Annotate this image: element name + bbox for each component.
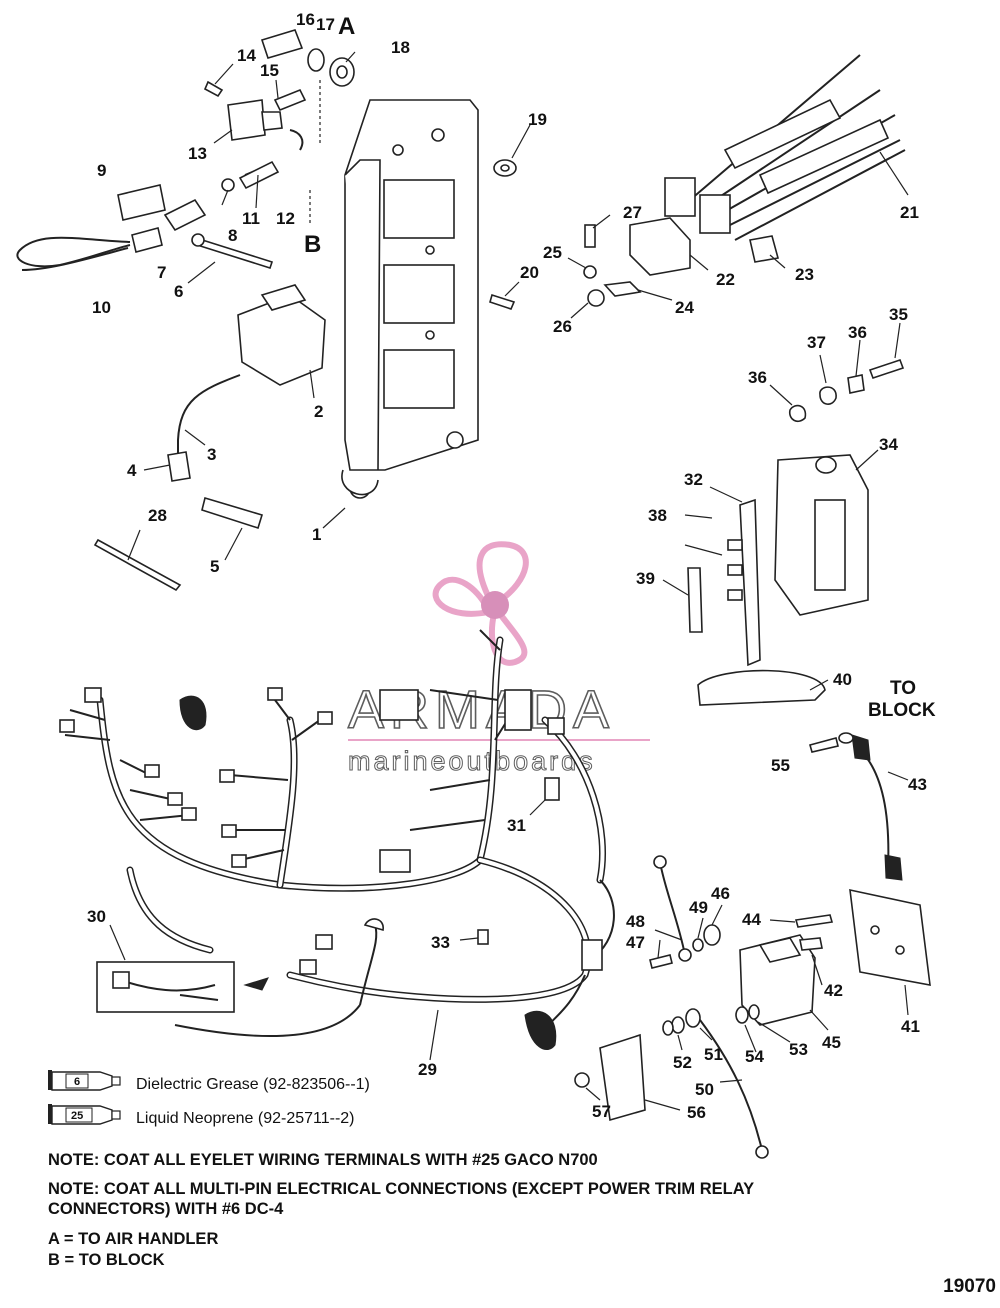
callout-28: 28 bbox=[148, 506, 167, 525]
callout-13: 13 bbox=[188, 144, 207, 163]
callout-14: 14 bbox=[237, 46, 256, 65]
callout-4: 4 bbox=[127, 461, 137, 480]
parts-top-left bbox=[16, 29, 356, 592]
diagram-code: 19070 bbox=[943, 1276, 996, 1297]
callout-7: 7 bbox=[157, 263, 166, 282]
callout-1: 1 bbox=[312, 525, 321, 544]
callout-44: 44 bbox=[742, 910, 761, 929]
callout-20: 20 bbox=[520, 263, 539, 282]
callout-52: 52 bbox=[673, 1053, 692, 1072]
tube-number: 25 bbox=[71, 1110, 83, 1122]
callout-42: 42 bbox=[824, 981, 843, 1000]
callout-2: 2 bbox=[314, 402, 323, 421]
callout-34: 34 bbox=[879, 435, 898, 454]
callout-36-lower: 36 bbox=[748, 368, 767, 387]
callout-11: 11 bbox=[242, 209, 260, 228]
callout-8: 8 bbox=[228, 226, 237, 245]
callout-38: 38 bbox=[648, 506, 667, 525]
callout-37: 37 bbox=[807, 333, 826, 352]
propeller-logo-icon bbox=[432, 541, 529, 666]
note-a-air-handler: A = TO AIR HANDLER bbox=[48, 1230, 219, 1248]
part-mounting-plate bbox=[341, 99, 479, 499]
callout-54: 54 bbox=[745, 1047, 764, 1066]
letter-b: B bbox=[304, 231, 321, 258]
watermark-subtitle: marineoutboards bbox=[348, 746, 596, 776]
callout-57: 57 bbox=[592, 1102, 611, 1121]
callout-33: 33 bbox=[431, 933, 450, 952]
callout-50: 50 bbox=[695, 1080, 714, 1099]
callout-46: 46 bbox=[711, 884, 730, 903]
callout-45: 45 bbox=[822, 1033, 841, 1052]
callout-6: 6 bbox=[174, 282, 183, 301]
callout-32: 32 bbox=[684, 470, 703, 489]
legend-text: Dielectric Grease (92-823506--1) bbox=[136, 1076, 370, 1093]
legend-item-liquid-neoprene: 25 Liquid Neoprene (92-25711--2) bbox=[48, 1104, 355, 1127]
callout-27: 27 bbox=[623, 203, 642, 222]
note-multi-pin-line1: NOTE: COAT ALL MULTI-PIN ELECTRICAL CONN… bbox=[48, 1180, 755, 1198]
callout-labels: 1 2 3 4 5 6 7 8 9 10 11 12 13 14 15 16 1… bbox=[87, 10, 936, 1122]
callout-26: 26 bbox=[553, 317, 572, 336]
callout-55: 55 bbox=[771, 756, 790, 775]
callout-17: 17 bbox=[316, 15, 335, 34]
grease-tube-icon bbox=[48, 1070, 121, 1091]
legend: 6 Dielectric Grease (92-823506--1) 25 Li… bbox=[48, 1070, 370, 1127]
callout-9: 9 bbox=[97, 161, 106, 180]
note-b-to-block: B = TO BLOCK bbox=[48, 1251, 165, 1269]
callout-23: 23 bbox=[795, 265, 814, 284]
callout-24: 24 bbox=[675, 298, 694, 317]
callout-39: 39 bbox=[636, 569, 655, 588]
callout-40: 40 bbox=[833, 670, 852, 689]
callout-31: 31 bbox=[507, 816, 526, 835]
callout-43: 43 bbox=[908, 775, 927, 794]
letter-a: A bbox=[338, 13, 355, 40]
grease-tube-icon bbox=[48, 1104, 121, 1125]
callout-16: 16 bbox=[296, 10, 315, 29]
to-block-line1: TO bbox=[890, 678, 916, 699]
wiring-harness bbox=[59, 629, 615, 1061]
callout-49: 49 bbox=[689, 898, 708, 917]
callout-47: 47 bbox=[626, 933, 645, 952]
callout-3: 3 bbox=[207, 445, 216, 464]
callout-30: 30 bbox=[87, 907, 106, 926]
tube-number: 6 bbox=[74, 1076, 80, 1088]
callout-48: 48 bbox=[626, 912, 645, 931]
callout-36-upper: 36 bbox=[848, 323, 867, 342]
parts-top-right bbox=[489, 54, 909, 319]
to-block-line2: BLOCK bbox=[868, 700, 936, 721]
callout-25: 25 bbox=[543, 243, 562, 262]
callout-12: 12 bbox=[276, 209, 295, 228]
callout-22: 22 bbox=[716, 270, 735, 289]
callout-21: 21 bbox=[900, 203, 919, 222]
callout-5: 5 bbox=[210, 557, 219, 576]
callout-53: 53 bbox=[789, 1040, 808, 1059]
parts-ecu bbox=[662, 322, 905, 706]
legend-item-dielectric-grease: 6 Dielectric Grease (92-823506--1) bbox=[48, 1070, 370, 1093]
callout-35: 35 bbox=[889, 305, 908, 324]
callout-18: 18 bbox=[391, 38, 410, 57]
legend-text: Liquid Neoprene (92-25711--2) bbox=[136, 1110, 355, 1127]
callout-19: 19 bbox=[528, 110, 547, 129]
callout-10: 10 bbox=[92, 298, 111, 317]
note-eyelet-terminals: NOTE: COAT ALL EYELET WIRING TERMINALS W… bbox=[48, 1151, 598, 1169]
callout-29: 29 bbox=[418, 1060, 437, 1079]
callout-51: 51 bbox=[704, 1045, 723, 1064]
callout-56: 56 bbox=[687, 1103, 706, 1122]
note-multi-pin-line2: CONNECTORS) WITH #6 DC-4 bbox=[48, 1200, 284, 1218]
parts-bottom-right bbox=[574, 732, 931, 1159]
callout-41: 41 bbox=[901, 1017, 920, 1036]
callout-15: 15 bbox=[260, 61, 279, 80]
